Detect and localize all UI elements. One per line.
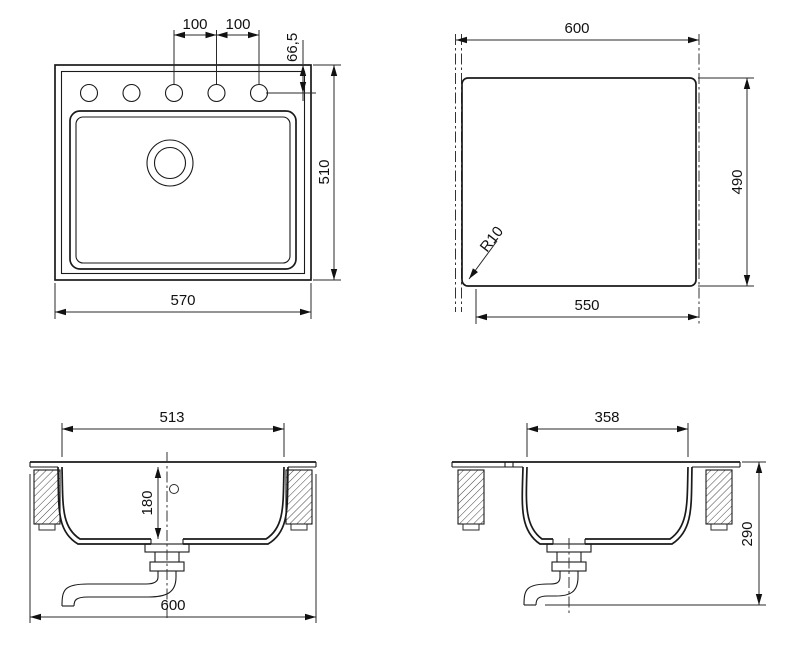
mounting-clamp-left xyxy=(462,523,480,531)
dim-top-width: 570 xyxy=(54,283,312,319)
dim-front-bowl-depth: 180 xyxy=(139,467,162,539)
dim-side-depth-label: 290 xyxy=(739,521,756,546)
view-front-section: 513 xyxy=(29,409,317,623)
dim-corner-radius: R10 xyxy=(468,223,507,280)
dim-hole-spacing: 100 100 xyxy=(173,16,260,84)
view-top-plan: 100 100 66,5 510 570 xyxy=(54,16,341,319)
dim-front-overall-width: 600 xyxy=(29,474,317,623)
faucet-holes xyxy=(79,83,269,103)
counter-section-left xyxy=(457,469,485,525)
view-side-section: 358 xyxy=(451,409,766,616)
mounting-clamp-right xyxy=(290,523,308,531)
dim-hole-offset: 66,5 xyxy=(266,33,316,101)
counter-section-left xyxy=(33,469,61,525)
front-bowl-shell xyxy=(57,466,289,545)
dim-hole-offset-label: 66,5 xyxy=(284,33,301,62)
bowl-outer-edge xyxy=(69,110,297,270)
dim-cutout-width-bottom: 550 xyxy=(475,289,699,324)
dim-cutout-width-top-label: 600 xyxy=(564,20,589,37)
dim-side-inner-width-label: 358 xyxy=(594,409,619,426)
mounting-clamp-right xyxy=(710,523,728,531)
dim-cutout-height-label: 490 xyxy=(729,169,746,194)
dim-front-overall-width-label: 600 xyxy=(160,597,185,614)
dim-hole-spacing-left-label: 100 xyxy=(182,16,207,33)
dim-top-width-label: 570 xyxy=(170,292,195,309)
dim-front-inner-width: 513 xyxy=(61,409,285,457)
dim-cutout-width-bottom-label: 550 xyxy=(574,297,599,314)
counter-section-right xyxy=(705,469,733,525)
dim-front-inner-width-label: 513 xyxy=(159,409,184,426)
dim-corner-radius-label: R10 xyxy=(477,223,507,255)
cutout-outline xyxy=(461,77,697,287)
view-cutout: 600 490 550 R10 xyxy=(455,20,754,324)
side-drain-trap xyxy=(523,543,592,606)
bowl-inner-edge xyxy=(75,116,291,264)
dim-side-inner-width: 358 xyxy=(526,409,689,457)
dim-top-depth: 510 xyxy=(313,64,341,281)
overflow-hole xyxy=(169,484,179,494)
dim-cutout-height: 490 xyxy=(698,77,754,287)
counter-section-right xyxy=(285,469,313,525)
dim-side-depth: 290 xyxy=(545,461,766,606)
dim-front-bowl-depth-label: 180 xyxy=(139,490,156,515)
dim-hole-spacing-right-label: 100 xyxy=(225,16,250,33)
side-bowl-shell xyxy=(521,466,693,545)
drain-outlet xyxy=(146,139,194,187)
mounting-clamp-left xyxy=(38,523,56,531)
dim-cutout-width-top: 600 xyxy=(456,20,699,44)
sink-rim-inner-edge xyxy=(60,70,306,275)
dim-top-depth-label: 510 xyxy=(316,159,333,184)
sink-outer-edge xyxy=(54,64,312,281)
